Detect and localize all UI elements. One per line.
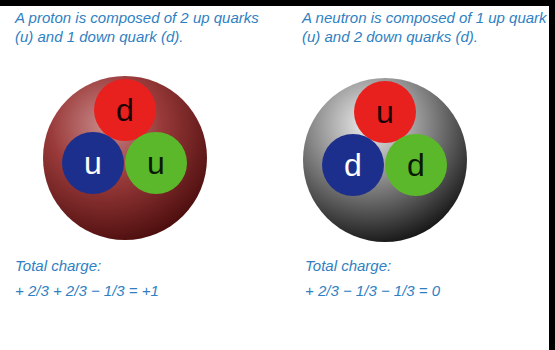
charge-heading: Total charge: bbox=[305, 256, 391, 275]
node-heading: A neutron is composed of 1 up quark (u) … bbox=[302, 8, 547, 46]
quark-circle: u bbox=[62, 132, 124, 194]
quark-circle: u bbox=[354, 81, 416, 143]
node-heading: A proton is composed of 2 up quarks (u) … bbox=[15, 8, 265, 46]
quark-letter: u bbox=[125, 132, 187, 194]
sphere-fill bbox=[303, 78, 467, 242]
right-band bbox=[549, 0, 555, 350]
charge-heading: Total charge: bbox=[15, 256, 101, 275]
charge-sum: + 2/3 − 1/3 − 1/3 = 0 bbox=[305, 281, 440, 300]
charge-sum: + 2/3 + 2/3 − 1/3 = +1 bbox=[15, 281, 159, 300]
quark-fill bbox=[322, 134, 384, 196]
nucleon-sphere: A proton is composed of 2 up quarks (u) … bbox=[43, 76, 207, 240]
nucleon-sphere: A neutron is composed of 1 up quark (u) … bbox=[303, 78, 467, 242]
quark-fill bbox=[385, 134, 447, 196]
quark-fill bbox=[62, 132, 124, 194]
quark-letter: d bbox=[385, 134, 447, 196]
quark-circle: d bbox=[94, 79, 156, 141]
sphere-fill bbox=[43, 76, 207, 240]
quark-letter: u bbox=[62, 132, 124, 194]
quark-letter: d bbox=[94, 79, 156, 141]
quark-fill bbox=[125, 132, 187, 194]
quark-letter: u bbox=[354, 81, 416, 143]
quark-circle: d bbox=[385, 134, 447, 196]
quark-circle: u bbox=[125, 132, 187, 194]
quark-fill bbox=[94, 79, 156, 141]
top-band bbox=[0, 0, 555, 6]
quark-letter: d bbox=[322, 134, 384, 196]
quark-circle: d bbox=[322, 134, 384, 196]
quark-fill bbox=[354, 81, 416, 143]
